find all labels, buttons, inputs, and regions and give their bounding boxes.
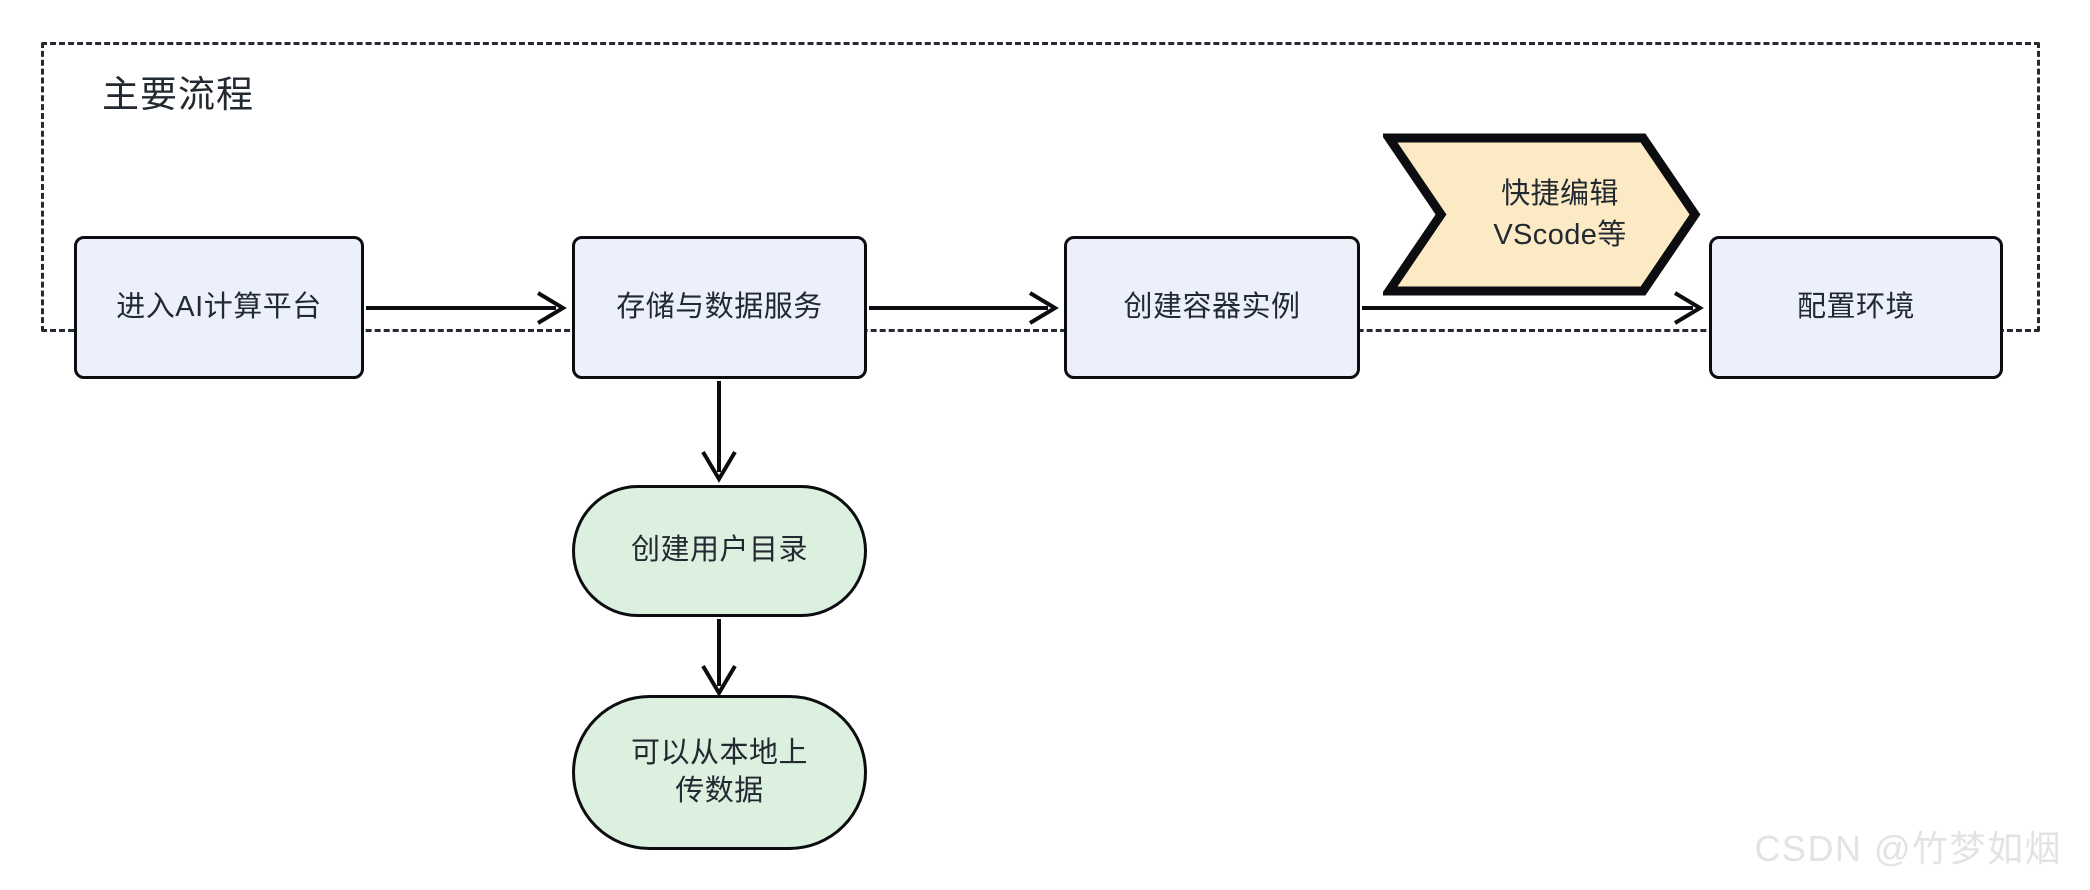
node-label: 存储与数据服务	[616, 290, 823, 323]
node-label: 创建用户目录	[630, 534, 808, 567]
node-configure-environment[interactable]: 配置环境	[1709, 236, 2003, 379]
node-create-container-instance[interactable]: 创建容器实例	[1064, 236, 1360, 379]
node-upload-data-from-local[interactable]: 可以从本地上 传数据	[572, 695, 867, 850]
subgraph-container-main-process	[41, 42, 2040, 332]
node-label: 可以从本地上 传数据	[630, 736, 808, 807]
node-label: 进入AI计算平台	[116, 290, 322, 323]
edge-userdir-to-upload	[701, 619, 737, 697]
node-label: 创建容器实例	[1123, 290, 1301, 323]
node-storage-and-data-service[interactable]: 存储与数据服务	[572, 236, 867, 379]
node-enter-ai-platform[interactable]: 进入AI计算平台	[74, 236, 364, 379]
subgraph-title: 主要流程	[102, 74, 254, 115]
edge-storage-to-userdir	[701, 381, 737, 483]
node-label: 配置环境	[1796, 290, 1915, 323]
chevron-shape-icon	[1383, 133, 1701, 296]
watermark-text: CSDN @竹梦如烟	[1754, 828, 2062, 869]
banner-quick-edit-chevron[interactable]: 快捷编辑 VScode等	[1383, 132, 1701, 297]
node-create-user-directory[interactable]: 创建用户目录	[572, 485, 867, 617]
